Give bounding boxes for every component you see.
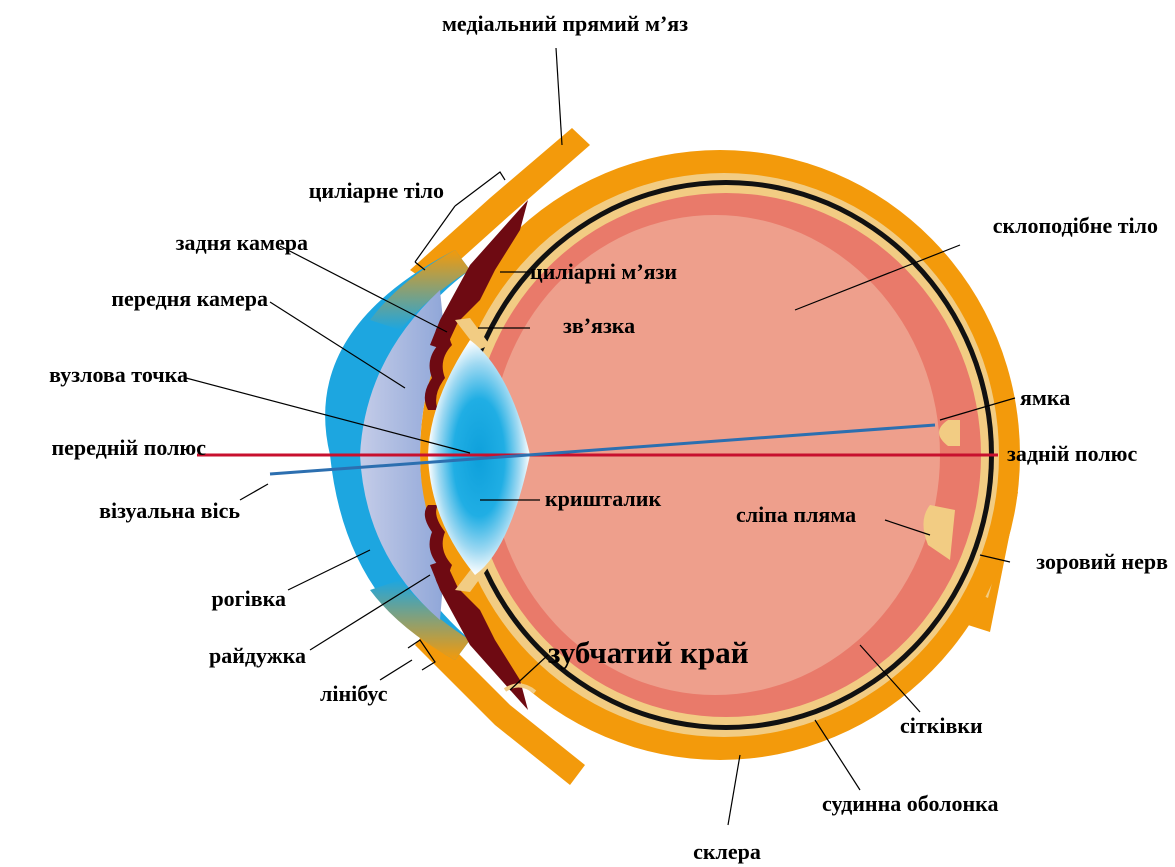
label-posterior-chamber: задня камера	[176, 230, 308, 255]
label-retina: сітківки	[900, 713, 983, 738]
label-vitreous-body: склоподібне тіло	[993, 213, 1158, 238]
label-visual-axis: візуальна вісь	[99, 498, 240, 523]
label-ciliary-body: циліарне тіло	[309, 178, 444, 203]
label-ora-serrata: зубчатий край	[548, 635, 749, 670]
label-zonule: зв’язка	[563, 313, 635, 338]
label-fovea: ямка	[1020, 385, 1070, 410]
label-nodal-point: вузлова точка	[49, 362, 188, 387]
label-lens: кришталик	[545, 486, 661, 511]
label-anterior-chamber: передня камера	[111, 286, 268, 311]
label-blind-spot: сліпа пляма	[736, 502, 856, 527]
label-limbus: лінібус	[320, 681, 388, 706]
label-cornea: рогівка	[211, 586, 286, 611]
label-optic-nerve: зоровий нерв	[1036, 549, 1168, 574]
label-iris: райдужка	[209, 643, 306, 668]
label-medial-rectus: медіальний прямий м’яз	[442, 11, 688, 36]
label-posterior-pole: задній полюс	[1007, 441, 1137, 466]
label-choroid: судинна оболонка	[822, 791, 999, 816]
label-anterior-pole: передній полюс	[51, 435, 206, 460]
label-sclera: склера	[693, 839, 761, 864]
label-ciliary-muscles: циліарні м’язи	[530, 259, 677, 284]
